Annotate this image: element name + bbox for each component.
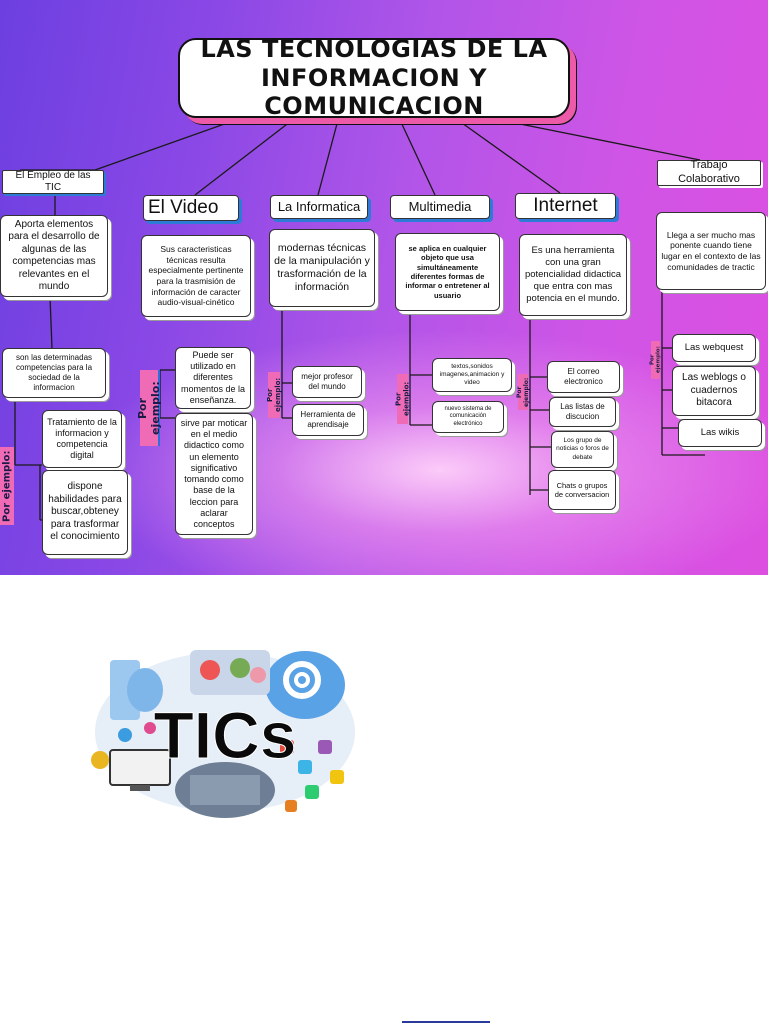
trabajo-example-label: Por ejemplo:	[650, 341, 662, 379]
multimedia-example-2: nuevo sistema de comunicación electrónic…	[432, 401, 504, 433]
tics-collage-image: TICs	[91, 650, 355, 818]
informatica-example-1: mejor profesor del mundo	[292, 366, 362, 398]
empleo-example-label: Por ejemplo:	[0, 447, 14, 525]
multimedia-example-1: textos,sonidos imagenes,animacion y vide…	[432, 358, 512, 392]
branch-video-description: Sus caracteristicas técnicas resulta esp…	[141, 235, 251, 317]
video-example-label: Por ejemplo:	[136, 370, 162, 446]
empleo-example-2: dispone habilidades para buscar,obteney …	[42, 470, 128, 555]
branch-internet-description: Es una herramienta con una gran potencia…	[519, 234, 627, 316]
trabajo-example-3: Las wikis	[678, 419, 762, 447]
tics-logo: TICs	[90, 640, 360, 820]
branch-trabajo-title: Trabajo Colaborativo	[657, 159, 761, 186]
branch-video-title: El Video	[143, 195, 239, 221]
main-title: LAS TECNOLOGIAS DE LA INFORMACION Y COMU…	[178, 35, 570, 120]
empleo-example-1: Tratamiento de la informacion y competen…	[42, 410, 122, 468]
video-example-1: Puede ser utilizado en diferentes moment…	[175, 347, 251, 409]
footer-underline	[402, 1021, 490, 1023]
branch-informatica-title: La Informatica	[270, 195, 368, 219]
connector-lines	[14, 117, 705, 521]
branch-empleo-sub: son las determinadas competencias para l…	[2, 348, 106, 398]
branch-internet-title: Internet	[515, 193, 616, 219]
internet-example-2: Las listas de discucion	[549, 397, 616, 427]
trabajo-example-2: Las weblogs o cuadernos bitacora	[672, 366, 756, 416]
trabajo-example-1: Las webquest	[672, 334, 756, 362]
internet-example-4: Chats o grupos de conversacion	[548, 470, 616, 510]
concept-map: LAS TECNOLOGIAS DE LA INFORMACION Y COMU…	[0, 0, 768, 575]
branch-trabajo-description: Llega a ser mucho mas ponente cuando tie…	[656, 212, 766, 290]
branch-informatica-description: modernas técnicas de la manipulación y t…	[269, 229, 375, 307]
multimedia-example-label: Por ejemplo:	[395, 374, 411, 424]
video-example-2: sirve par moticar en el medio didactico …	[175, 413, 253, 535]
informatica-example-2: Herramienta de aprendisaje	[292, 404, 364, 436]
internet-example-1: El correo electronico	[547, 361, 620, 393]
informatica-example-label: Por ejemplo:	[266, 372, 282, 418]
tics-logo-text: TICs	[153, 698, 296, 772]
branch-empleo-description: Aporta elementos para el desarrollo de a…	[0, 215, 108, 297]
internet-example-3: Los grupo de noticias o foros de debate	[551, 431, 614, 468]
internet-example-label: Por ejemplo:	[516, 374, 530, 410]
branch-empleo-title: El Empleo de las TIC	[2, 170, 104, 194]
branch-multimedia-description: se aplica en cualquier objeto que usa si…	[395, 233, 500, 311]
branch-multimedia-title: Multimedia	[390, 195, 490, 219]
